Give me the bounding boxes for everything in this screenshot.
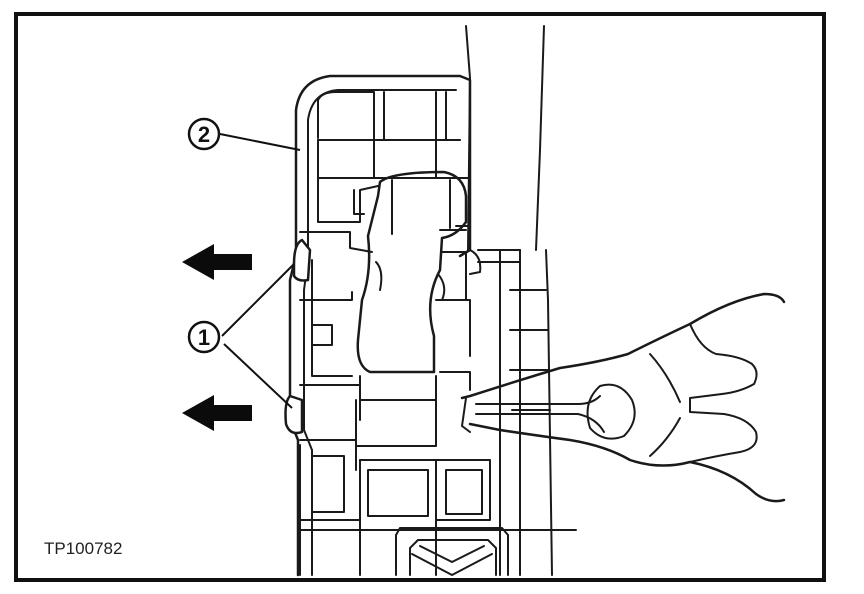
callout-2: 2 [187, 117, 221, 151]
figure-frame [14, 12, 826, 582]
left-arrow-lower-icon [182, 395, 252, 431]
callout-1-label: 1 [198, 325, 210, 350]
left-arrow-upper-icon [182, 244, 252, 280]
arrows [182, 244, 252, 431]
callout-2-label: 2 [198, 122, 210, 147]
figure-code: TP100782 [44, 539, 122, 558]
leader-lines [219, 133, 301, 409]
callout-1: 1 [187, 320, 221, 354]
line-art [284, 25, 786, 577]
